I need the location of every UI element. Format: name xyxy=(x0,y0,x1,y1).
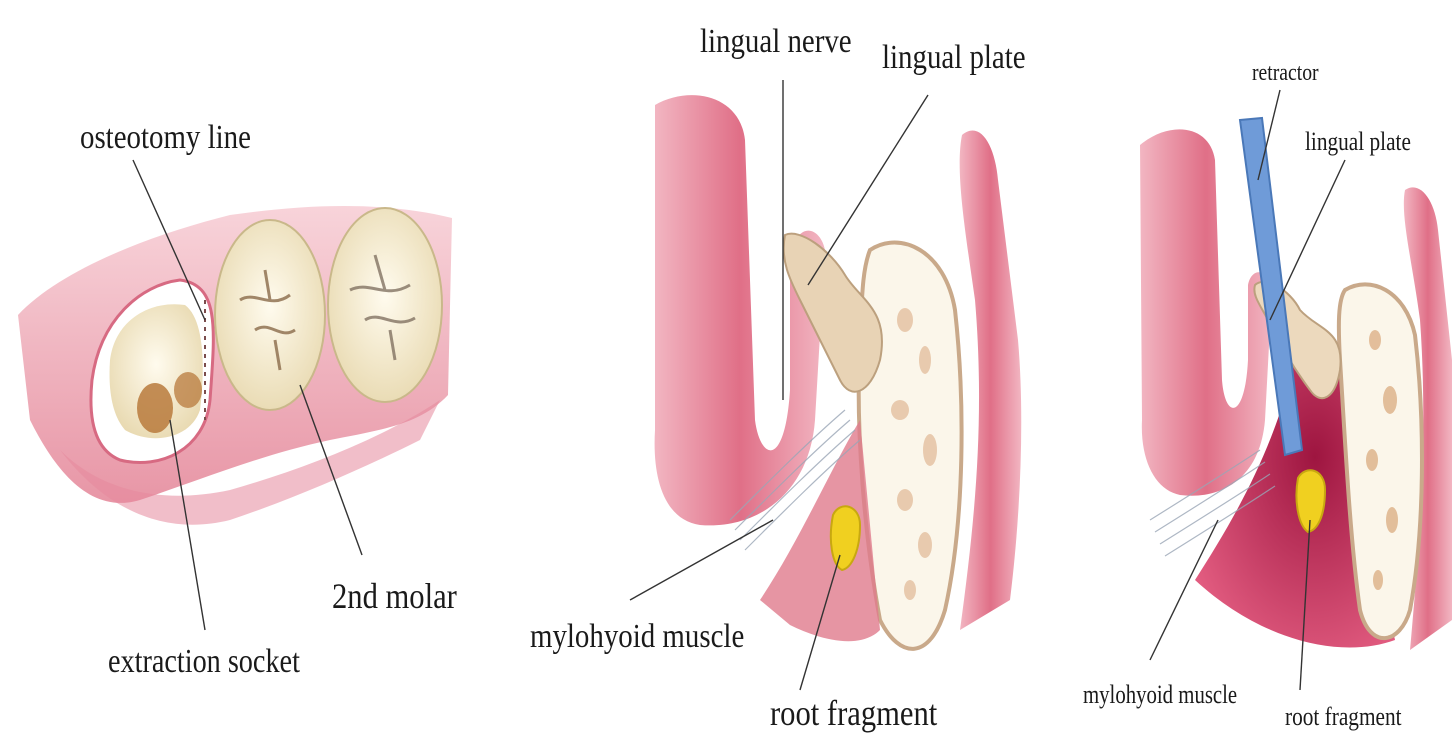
label-2nd-molar: 2nd molar xyxy=(332,577,457,617)
label-lingual-nerve: lingual nerve xyxy=(700,22,852,60)
second-molar xyxy=(215,220,325,410)
panel-cross-section-view: lingual nerve lingual plate mylohyoid mu… xyxy=(530,22,1026,734)
label-mylohyoid-muscle-3: mylohyoid muscle xyxy=(1083,681,1237,710)
label-lingual-plate-3: lingual plate xyxy=(1305,128,1411,156)
label-retractor: retractor xyxy=(1252,58,1319,85)
socket-decay-1 xyxy=(137,383,173,433)
label-osteotomy-line: osteotomy line xyxy=(80,118,251,156)
panel-occlusal-view: osteotomy line extraction socket 2nd mol… xyxy=(18,118,457,680)
label-mylohyoid-muscle: mylohyoid muscle xyxy=(530,617,744,655)
right-gingiva-arm xyxy=(960,131,1022,630)
label-root-fragment-3: root fragment xyxy=(1285,703,1402,731)
panel-retractor-view: retractor lingual plate mylohyoid muscle… xyxy=(1083,58,1452,731)
label-extraction-socket: extraction socket xyxy=(108,642,300,680)
first-molar xyxy=(328,208,442,402)
label-lingual-plate: lingual plate xyxy=(882,38,1026,76)
socket-decay-2 xyxy=(174,372,202,408)
leader-lingual-plate-3 xyxy=(1270,160,1345,320)
label-root-fragment: root fragment xyxy=(770,694,938,734)
leader-mylohyoid xyxy=(630,520,773,600)
left-gingiva-fold xyxy=(655,95,825,525)
